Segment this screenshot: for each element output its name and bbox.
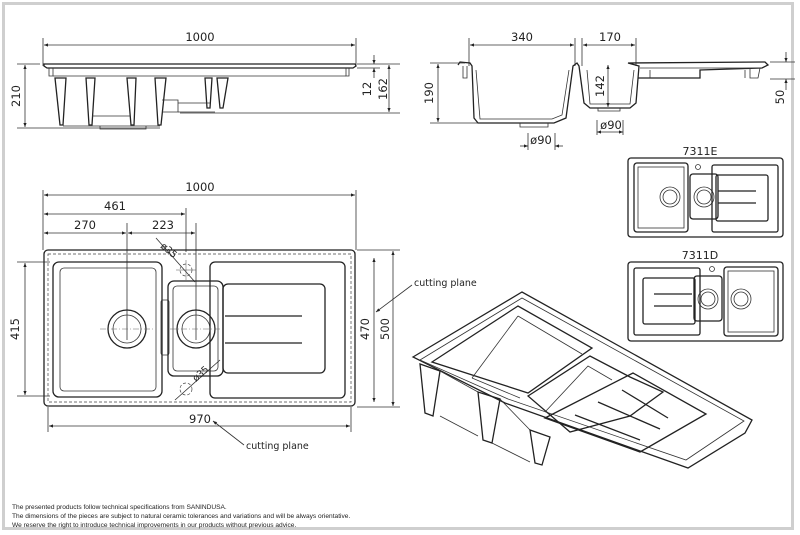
dim-side-depth: 162: [376, 78, 390, 100]
iso-rim: [411, 291, 753, 469]
cutting-plane-label-right: cutting plane: [414, 278, 477, 289]
dim-tap-offset: 461: [104, 199, 126, 213]
dim-small-bowl-width: 170: [599, 30, 621, 44]
variant-code: 7311D: [682, 249, 718, 262]
variant-code: 7311E: [683, 145, 718, 158]
dim-bowl-width: 340: [511, 30, 533, 44]
main-bowl: [52, 261, 163, 398]
dim-cut-width: 970: [189, 412, 211, 426]
dim-inner-height: 470: [358, 318, 372, 340]
dim-bowl-height: 415: [8, 318, 22, 340]
isometric-view: [411, 291, 753, 469]
front-profile: [457, 61, 770, 124]
dim-main-waste-offset: 270: [74, 218, 96, 232]
dim-bowl-depth: 190: [422, 82, 436, 104]
variant-7311D: 7311D: [627, 249, 784, 342]
dim-overflow: ø35: [191, 364, 212, 384]
cutting-plane-label-bottom: cutting plane: [246, 441, 309, 452]
sink-rim: [43, 63, 357, 69]
variant-7311E: 7311E: [627, 145, 784, 238]
cutout-line: [47, 253, 352, 403]
sink-outline: [43, 249, 356, 407]
dim-overall-height: 500: [378, 318, 392, 340]
front-section-view: 340 170 190 142 50 ø90 ø9: [422, 30, 795, 150]
dim-rim-thickness: 12: [360, 82, 374, 97]
dim-plan-width: 1000: [185, 180, 214, 194]
disclaimer-line: We reserve the right to introduce techni…: [12, 522, 297, 529]
drainer: [209, 261, 346, 399]
dim-main-waste: ø90: [530, 133, 552, 147]
disclaimer: The presented products follow technical …: [12, 503, 350, 530]
side-section-view: 1000 210 12 162: [9, 30, 400, 130]
dim-drainer-depth: 50: [773, 90, 787, 105]
dim-side-height: 210: [9, 85, 23, 107]
dim-side-width: 1000: [185, 30, 214, 44]
disclaimer-line: The dimensions of the pieces are subject…: [12, 513, 351, 520]
disclaimer-line: The presented products follow technical …: [12, 504, 227, 511]
dim-small-bowl-depth: 142: [593, 75, 607, 97]
dim-small-waste-offset: 223: [152, 218, 174, 232]
drawing-frame: [2, 2, 794, 530]
dim-small-waste: ø90: [600, 118, 622, 132]
plan-view: 1000 461 270 223 ø35 ø35: [8, 180, 477, 452]
